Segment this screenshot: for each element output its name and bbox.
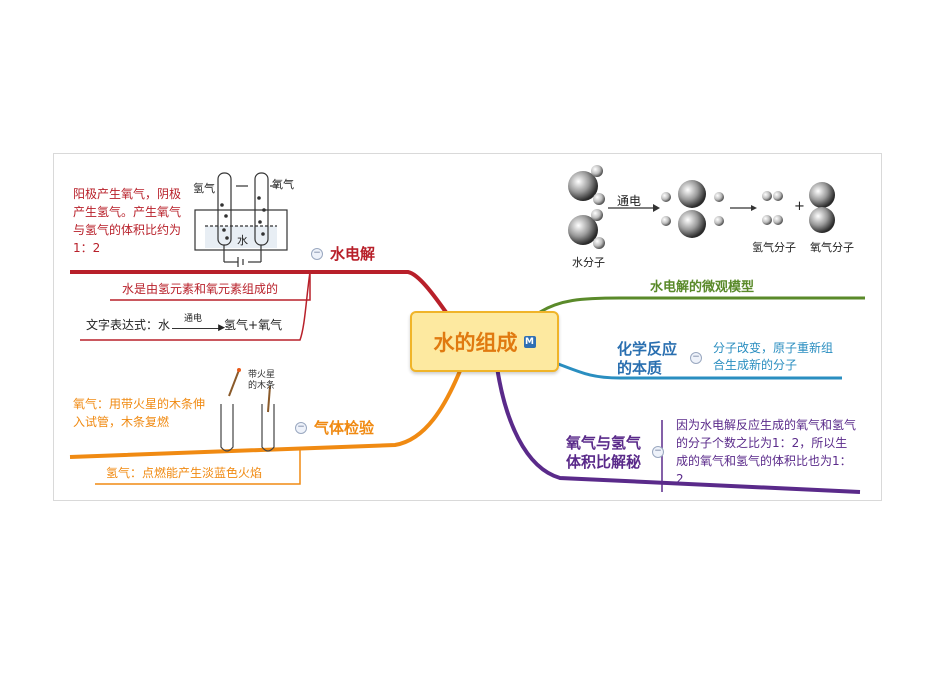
oxygen-molecule-label: 氧气分子 bbox=[810, 241, 854, 254]
expression-condition: 通电 bbox=[184, 314, 203, 324]
expression-products: 氢气+氧气 bbox=[224, 318, 283, 332]
central-topic-title: 水的组成 bbox=[433, 330, 518, 355]
branch-essence-line bbox=[552, 360, 842, 380]
branch-gastest-line bbox=[69, 365, 464, 459]
essence-note[interactable]: 分子改变，原子重新组合生成新的分子 bbox=[713, 341, 834, 372]
branch-micro-line bbox=[539, 296, 865, 314]
water-molecule-image bbox=[568, 165, 605, 249]
branch-gastest-title[interactable]: 气体检验 bbox=[314, 419, 375, 437]
collapse-ratio-toggle[interactable]: − bbox=[652, 446, 664, 458]
plus-sign: + bbox=[794, 199, 805, 214]
apparatus-label-left: 氢气 bbox=[193, 182, 215, 195]
map-badge-icon[interactable]: M bbox=[523, 335, 536, 348]
central-topic[interactable]: 水的组成 M bbox=[410, 311, 559, 372]
reaction-arrow-1 bbox=[608, 204, 660, 212]
collapse-essence-toggle[interactable]: − bbox=[690, 352, 702, 364]
branch-ratio-line bbox=[495, 366, 861, 494]
branch-gastest-sub bbox=[95, 450, 301, 485]
composition-node[interactable]: 水是由氢元素和氧元素组成的 bbox=[122, 282, 279, 296]
collapse-gastest-toggle[interactable]: − bbox=[295, 422, 307, 434]
branch-electrolysis-title[interactable]: 水电解 bbox=[330, 245, 376, 263]
atoms-image bbox=[661, 180, 724, 238]
test-tubes-image bbox=[220, 368, 275, 452]
gas-test-oxygen-note[interactable]: 氧气：用带火星的木条伸入试管，木条复燃 bbox=[73, 397, 206, 429]
branch-essence-title[interactable]: 化学反应的本质 bbox=[617, 340, 678, 377]
hydrogen-molecule-image bbox=[762, 191, 783, 225]
branch-electrolysis-sub2 bbox=[80, 271, 311, 341]
branch-ratio-title[interactable]: 氧气与氢气体积比解秘 bbox=[566, 434, 642, 471]
hydrogen-molecule-label: 氢气分子 bbox=[752, 241, 796, 254]
branch-electrolysis-line bbox=[70, 270, 452, 320]
branch-electrolysis-sub1 bbox=[110, 272, 311, 301]
apparatus-label-right: 氧气 bbox=[272, 178, 294, 191]
water-molecule-label: 水分子 bbox=[572, 256, 605, 269]
stick-label: 带火星的木条 bbox=[248, 370, 276, 391]
branch-micro-title[interactable]: 水电解的微观模型 bbox=[650, 280, 755, 295]
micro-condition-label: 通电 bbox=[617, 194, 642, 208]
expression-prefix: 文字表达式：水 bbox=[86, 318, 171, 332]
oxygen-molecule-image bbox=[809, 182, 835, 233]
expression-arrow: 通电 ▶ bbox=[172, 314, 225, 333]
expression-node[interactable]: 文字表达式：水 通电 ▶ 氢气+氧气 bbox=[86, 314, 283, 333]
reaction-arrow-2 bbox=[730, 205, 757, 211]
collapse-electrolysis-toggle[interactable]: − bbox=[311, 248, 323, 260]
electrolysis-note: 阳极产生氧气，阴极产生氢气。产生氧气与氢气的体积比约为1：2 bbox=[73, 187, 182, 255]
electrolysis-apparatus-image bbox=[194, 172, 288, 267]
ratio-note[interactable]: 因为水电解反应生成的氧气和氢气的分子个数之比为1：2，所以生成的氧气和氢气的体积… bbox=[676, 418, 857, 486]
gas-test-hydrogen-note[interactable]: 氢气：点燃能产生淡蓝色火焰 bbox=[106, 466, 263, 480]
apparatus-label-water: 水 bbox=[237, 234, 248, 247]
